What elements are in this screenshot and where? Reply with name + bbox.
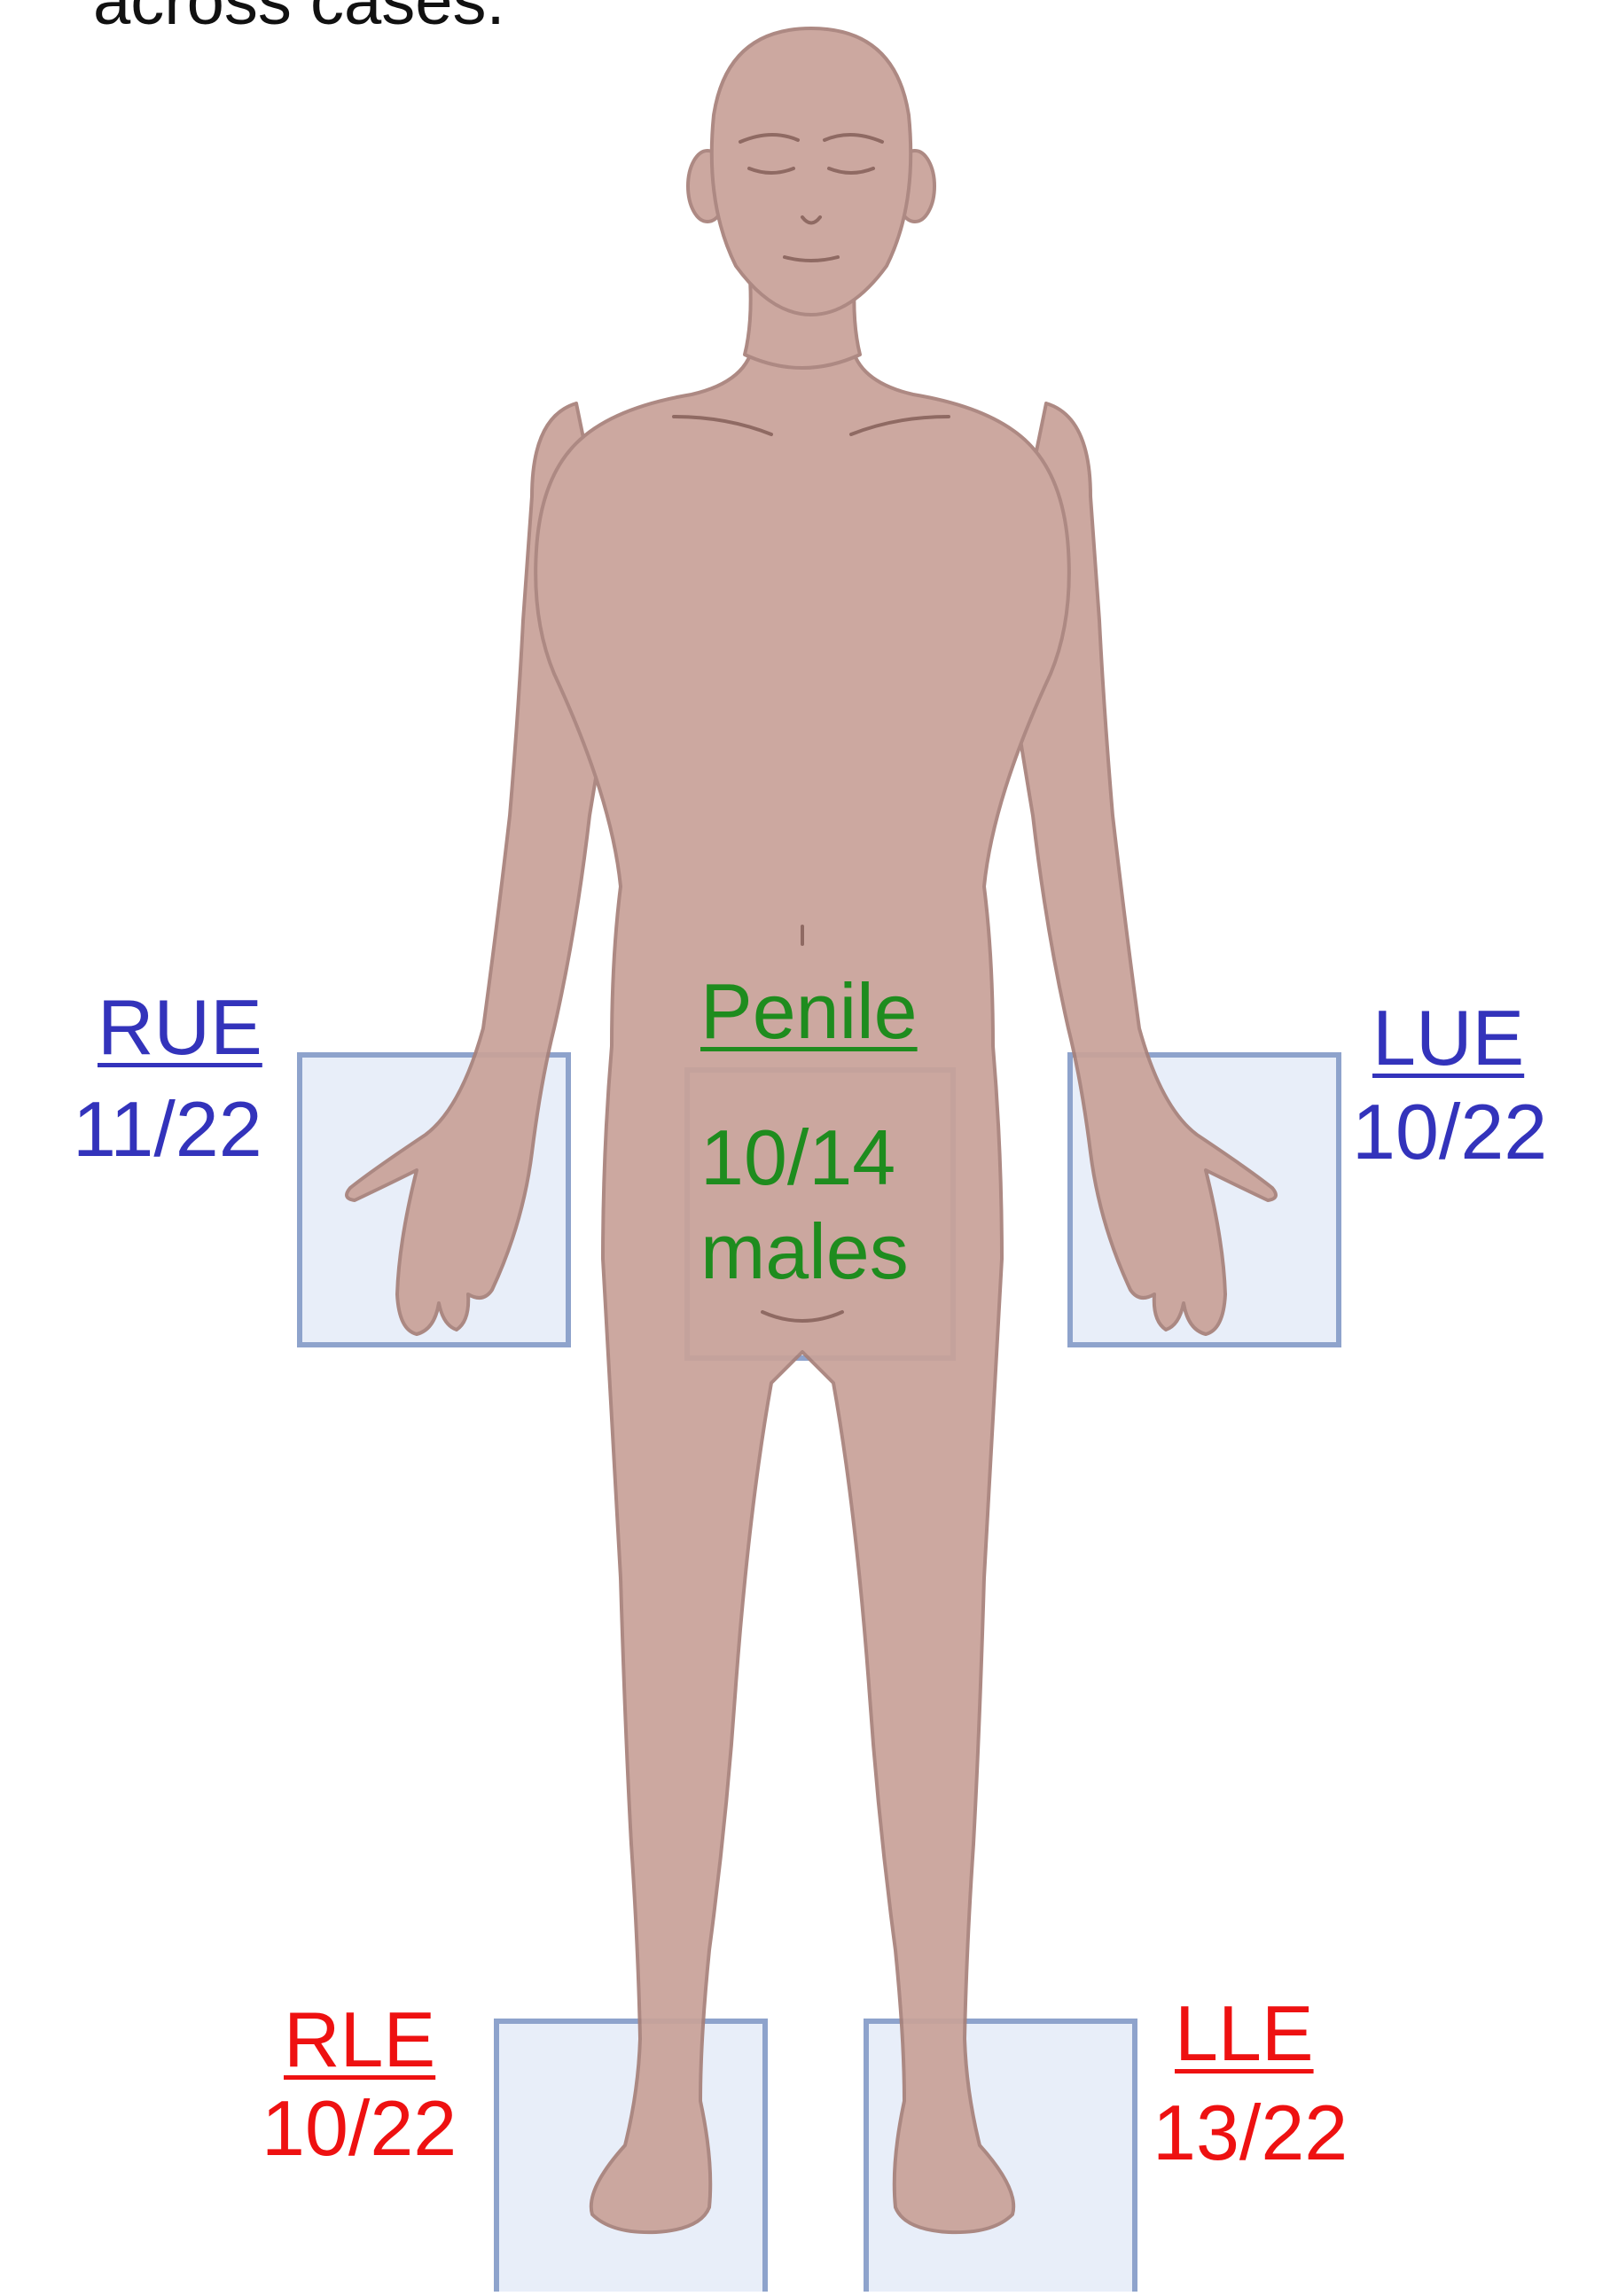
penile-count: 10/14 <box>700 1119 895 1197</box>
rle-count: 10/22 <box>262 2089 457 2167</box>
rue-label: RUE <box>98 988 262 1066</box>
penile-subtext: males <box>700 1213 909 1291</box>
rue-count: 11/22 <box>73 1090 262 1168</box>
rle-label: RLE <box>284 2001 435 2079</box>
lue-label: LUE <box>1372 999 1524 1077</box>
head <box>712 28 911 315</box>
lue-count: 10/22 <box>1352 1093 1547 1171</box>
penile-label: Penile <box>700 972 918 1050</box>
lle-label: LLE <box>1175 1995 1314 2073</box>
lle-count: 13/22 <box>1153 2094 1348 2172</box>
intro-text: across cases. <box>93 0 505 40</box>
